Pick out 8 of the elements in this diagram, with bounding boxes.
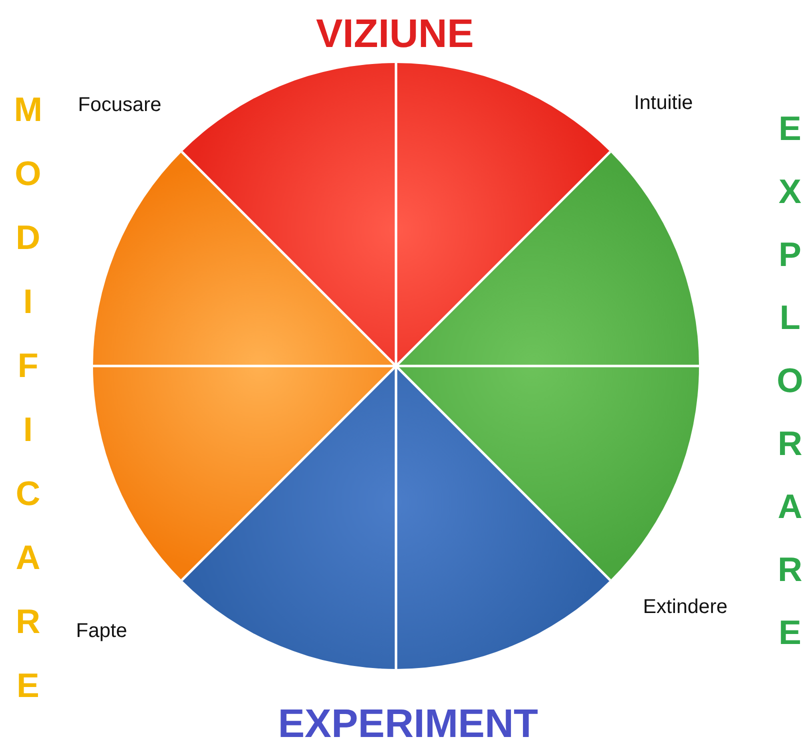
vertical-heading: MODIFICARE: [14, 90, 42, 707]
vertical-heading: EXPLORARE: [776, 109, 804, 654]
heading: EXPERIMENT: [278, 702, 538, 744]
segment-label: Intuitie: [634, 92, 693, 115]
segment-label: Focusare: [78, 94, 162, 117]
segment-label: Fapte: [76, 620, 128, 643]
segment-label: Extindere: [643, 596, 728, 619]
heading: VIZIUNE: [316, 12, 474, 57]
